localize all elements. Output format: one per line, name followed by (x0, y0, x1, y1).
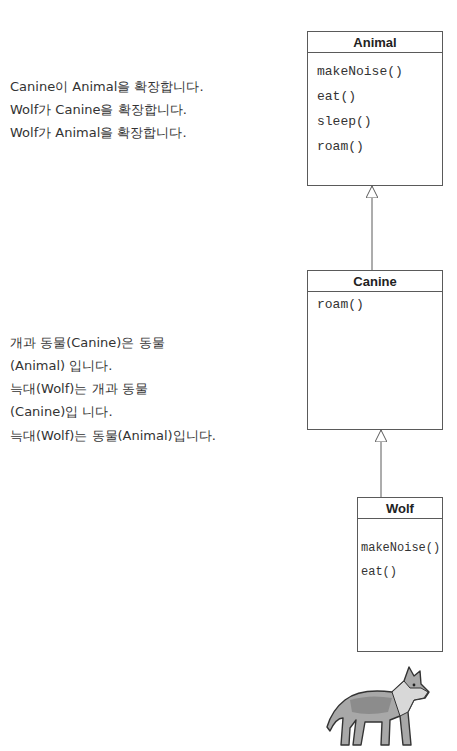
explanation-text: Wolf가 Canine을 확장합니다. (10, 98, 250, 121)
explanation-text: 개과 동물(Canine)은 동물(Animal) 입니다. (10, 331, 195, 377)
inheritance-arrow (381, 430, 382, 497)
wolf-eye (413, 684, 416, 687)
wolf-back-shade (350, 696, 392, 714)
wolf-body (327, 667, 429, 745)
wolf-illustration (327, 667, 429, 745)
class-box: WolfmakeNoise() eat() (357, 497, 443, 652)
method-list: makeNoise() eat() sleep() roam() (308, 53, 403, 159)
wolf-muzzle (392, 681, 428, 716)
class-name: Canine (308, 271, 442, 292)
class-name: Wolf (358, 498, 442, 519)
explanation-text: Canine이 Animal을 확장합니다. (10, 75, 250, 98)
class-name: Animal (308, 32, 442, 53)
explanation-text: 늑대(Wolf)는 동물(Animal)입니다. (10, 424, 250, 447)
inheritance-arrow (372, 186, 373, 270)
method-list: makeNoise() eat() (358, 519, 440, 584)
class-box: AnimalmakeNoise() eat() sleep() roam() (307, 31, 443, 186)
explanation-text: Wolf가 Animal을 확장합니다. (10, 121, 250, 144)
explanation-text: 늑대(Wolf)는 개과 동물(Canine)입 니다. (10, 377, 195, 423)
method-list: roam() (308, 292, 364, 317)
class-box: Canineroam() (307, 270, 443, 430)
